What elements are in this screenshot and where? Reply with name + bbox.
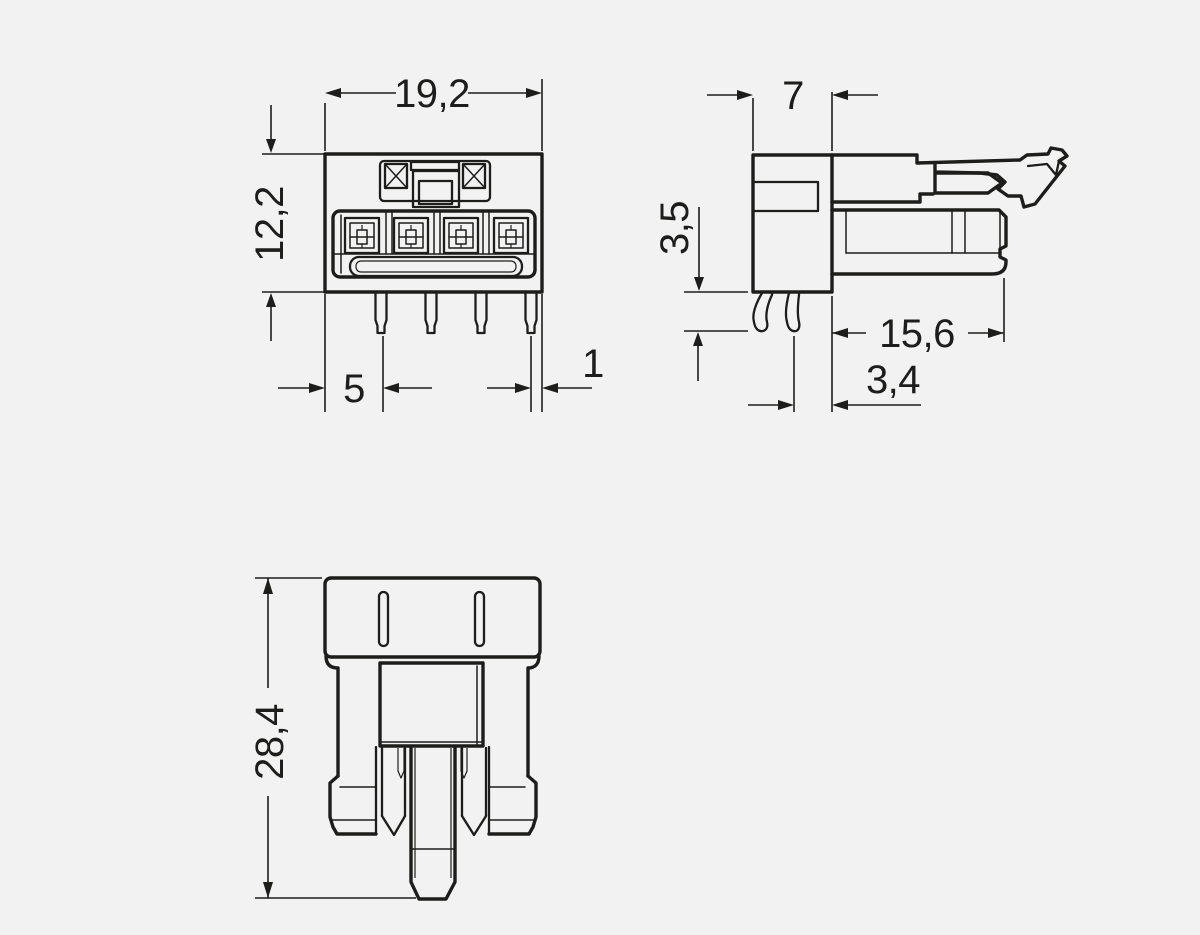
- dim-label-12-2: 12,2: [248, 186, 292, 262]
- terminal-unit: [442, 216, 480, 255]
- plug-top-block: [323, 576, 542, 659]
- dimension-side-plug-depth: 15,6: [831, 278, 1005, 356]
- dim-label-7: 7: [782, 74, 804, 118]
- dimension-front-width: 19,2: [324, 72, 543, 151]
- plug-center-plunger: [409, 745, 457, 901]
- front-slot: [348, 255, 524, 278]
- plug-contact-strip-left: [380, 746, 407, 837]
- plug-leg-right: [487, 745, 538, 836]
- terminal-unit: [492, 216, 530, 255]
- side-latch-lever: [830, 146, 1069, 209]
- plug-face-view: 28,4: [248, 576, 542, 901]
- dim-label-28-4: 28,4: [248, 704, 292, 780]
- side-housing-outline: [751, 153, 834, 294]
- front-solder-pins: [374, 291, 538, 335]
- dimension-side-depth: 7: [707, 74, 878, 151]
- front-latch-assembly: [378, 159, 492, 209]
- terminal-unit: [392, 216, 430, 255]
- latch-xbox-left: [383, 162, 409, 190]
- plug-slot-left: [377, 590, 390, 648]
- plug-leg-left: [328, 745, 378, 836]
- dim-label-5: 5: [343, 367, 365, 411]
- dimension-plug-total-length: 28,4: [248, 577, 416, 899]
- latch-center-tab: [411, 169, 461, 209]
- dim-label-15-6: 15,6: [879, 312, 955, 356]
- dimension-front-height: 12,2: [248, 105, 324, 341]
- dim-label-19-2: 19,2: [394, 72, 470, 116]
- side-housing-window: [751, 180, 820, 213]
- dimension-front-pin-width: 1: [487, 294, 604, 412]
- latch-xbox-right: [461, 162, 487, 190]
- front-housing-outline: [323, 152, 544, 294]
- dimension-side-pin-to-body: 3,4: [748, 336, 921, 412]
- dim-label-3-4: 3,4: [866, 358, 920, 402]
- front-view: 19,2 12,2 5 1: [248, 72, 604, 412]
- dimension-front-pin-offset: 5: [278, 294, 432, 412]
- dimension-side-pin-length: 3,5: [653, 201, 748, 381]
- dim-label-3-5: 3,5: [653, 201, 697, 255]
- plug-contact-strip-right: [460, 746, 488, 837]
- plug-slot-right: [473, 590, 486, 648]
- side-solder-pins: [752, 291, 801, 333]
- dim-label-1: 1: [582, 342, 604, 386]
- front-terminal-row: [331, 209, 537, 279]
- side-plug-sleeve: [830, 208, 1008, 276]
- terminal-unit: [343, 216, 381, 255]
- plug-central-block: [378, 661, 485, 748]
- side-view: 7 3,5 15,6: [653, 74, 1069, 412]
- side-male-blade: [933, 171, 1004, 195]
